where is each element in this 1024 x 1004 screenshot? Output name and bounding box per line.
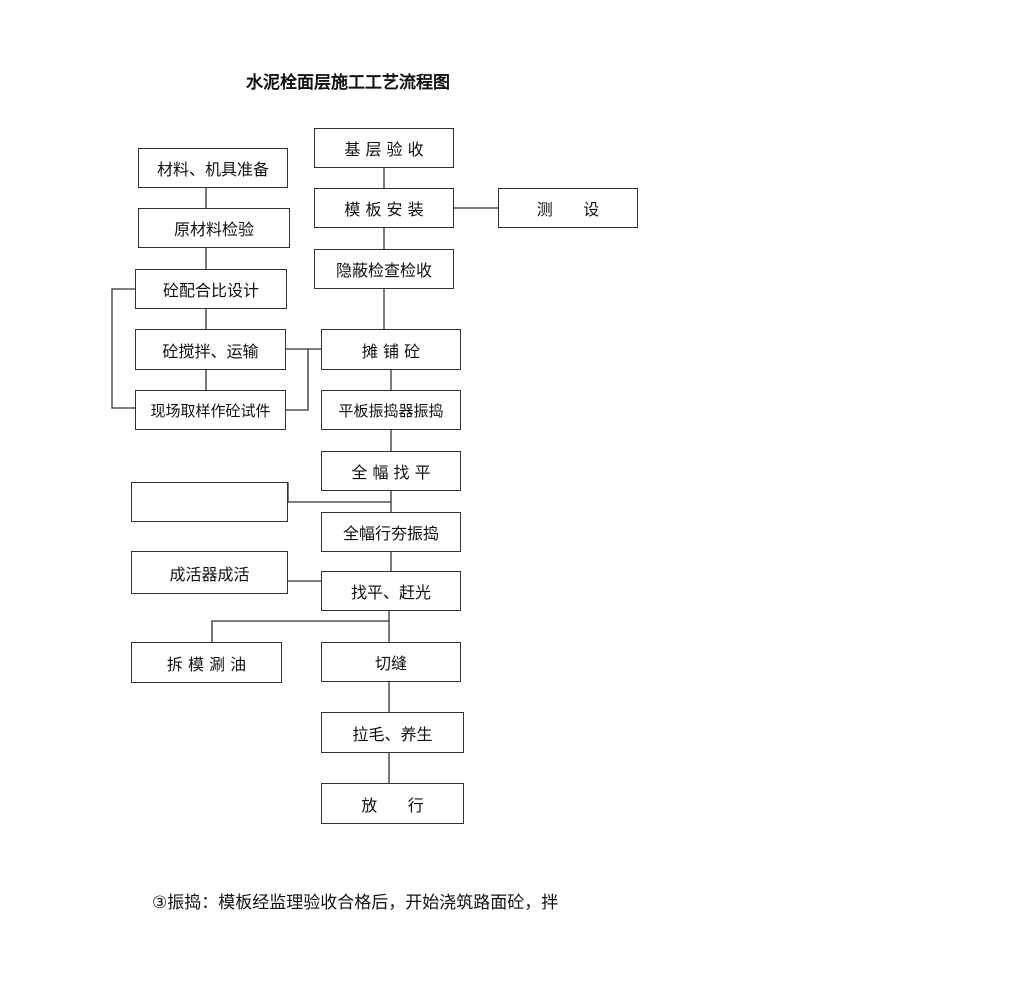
line-blank-main xyxy=(287,482,391,503)
node-release: 放 行 xyxy=(321,783,464,824)
node-level-full: 全 幅 找 平 xyxy=(321,451,461,491)
node-spread: 摊 铺 砼 xyxy=(321,329,461,370)
node-mix-transport: 砼搅拌、运输 xyxy=(135,329,286,370)
node-formwork: 模 板 安 装 xyxy=(314,188,454,228)
node-survey: 测 设 xyxy=(498,188,638,228)
node-hidden-check: 隐蔽检查检收 xyxy=(314,249,454,289)
node-row-vibrate: 全幅行夯振捣 xyxy=(321,512,461,552)
node-sample: 现场取样作砼试件 xyxy=(135,390,286,430)
node-demold: 拆 模 涮 油 xyxy=(131,642,282,683)
node-cut: 切缝 xyxy=(321,642,461,682)
footer-text: ③振捣：模板经监理验收合格后，开始浇筑路面砼，拌 xyxy=(152,893,559,913)
diagram-title: 水泥栓面层施工工艺流程图 xyxy=(246,73,450,93)
node-mix-design: 砼配合比设计 xyxy=(135,269,287,309)
node-roughen: 拉毛、养生 xyxy=(321,712,464,753)
node-blank xyxy=(131,482,288,522)
node-materials: 材料、机具准备 xyxy=(138,148,288,188)
node-raw-check: 原材料检验 xyxy=(138,208,290,248)
line-mix-sample-bracket xyxy=(111,288,135,409)
line-sample-bracket xyxy=(286,349,309,411)
node-level-polish: 找平、赶光 xyxy=(321,571,461,611)
node-base-accept: 基 层 验 收 xyxy=(314,128,454,168)
line-polish-demold xyxy=(211,620,389,642)
node-plate-vibrate: 平板振捣器振捣 xyxy=(321,390,461,430)
node-finish-tool: 成活器成活 xyxy=(131,551,288,594)
